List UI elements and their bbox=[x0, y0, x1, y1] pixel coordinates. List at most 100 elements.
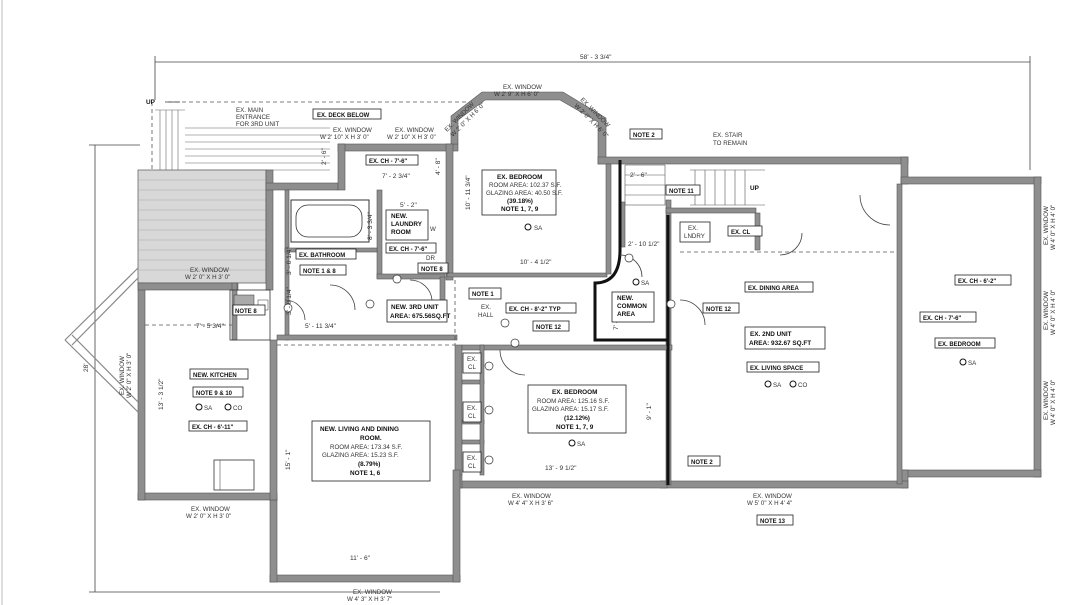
up-right-label: UP bbox=[750, 185, 760, 192]
svg-text:CO: CO bbox=[798, 382, 807, 389]
svg-text:AREA: 932.67 SQ.FT: AREA: 932.67 SQ.FT bbox=[749, 340, 811, 347]
svg-text:28': 28' bbox=[83, 363, 90, 372]
svg-text:3' - 0 1/4": 3' - 0 1/4" bbox=[286, 247, 293, 275]
svg-text:W 2' 0" X H 3' 0": W 2' 0" X H 3' 0" bbox=[185, 274, 230, 281]
svg-text:NEW. 3RD UNIT: NEW. 3RD UNIT bbox=[391, 304, 439, 311]
svg-text:LNDRY: LNDRY bbox=[684, 233, 705, 240]
svg-text:13' - 3 1/2": 13' - 3 1/2" bbox=[158, 378, 165, 410]
svg-text:GLAZING AREA: 15.23 S.F.: GLAZING AREA: 15.23 S.F. bbox=[322, 452, 399, 459]
svg-text:EX. CH - 8'-2" TYP: EX. CH - 8'-2" TYP bbox=[509, 307, 561, 313]
svg-text:ROOM AREA: 125.16 S.F.: ROOM AREA: 125.16 S.F. bbox=[537, 398, 609, 405]
svg-text:UP: UP bbox=[146, 99, 156, 106]
svg-text:SA: SA bbox=[773, 382, 782, 389]
svg-text:10' - 11 3/4": 10' - 11 3/4" bbox=[465, 175, 472, 210]
svg-text:W 5' 0" X H 4' 4": W 5' 0" X H 4' 4" bbox=[747, 500, 792, 507]
svg-text:HALL: HALL bbox=[478, 312, 494, 319]
svg-text:(39.18%): (39.18%) bbox=[507, 198, 533, 205]
door-markers bbox=[283, 253, 676, 465]
svg-text:NOTE 2: NOTE 2 bbox=[633, 133, 655, 139]
svg-text:NOTE 13: NOTE 13 bbox=[760, 519, 786, 525]
svg-text:NOTE 2: NOTE 2 bbox=[691, 460, 713, 466]
svg-text:NEW.: NEW. bbox=[391, 213, 408, 220]
svg-text:W 2' 10" X H 3' 0": W 2' 10" X H 3' 0" bbox=[387, 134, 436, 141]
svg-text:EX. CH - 6'-11": EX. CH - 6'-11" bbox=[192, 425, 233, 431]
svg-text:3' - 0 1/4": 3' - 0 1/4" bbox=[286, 287, 293, 315]
svg-text:EX.: EX. bbox=[467, 405, 477, 412]
svg-text:EX. WINDOW: EX. WINDOW bbox=[1043, 291, 1050, 330]
svg-text:EX. WINDOW: EX. WINDOW bbox=[119, 356, 126, 395]
svg-text:EX. WINDOW: EX. WINDOW bbox=[753, 493, 792, 500]
svg-text:AREA: 675.56SQ.FT: AREA: 675.56SQ.FT bbox=[390, 313, 450, 320]
svg-text:EX. DECK BELOW: EX. DECK BELOW bbox=[317, 113, 370, 119]
svg-text:EX. CH - 7'-6": EX. CH - 7'-6" bbox=[389, 247, 427, 253]
svg-text:TO REMAIN: TO REMAIN bbox=[713, 140, 747, 147]
svg-text:FOR 3RD UNIT: FOR 3RD UNIT bbox=[236, 121, 280, 128]
svg-text:5' - 11 3/4": 5' - 11 3/4" bbox=[305, 323, 337, 330]
svg-text:SA: SA bbox=[968, 360, 977, 367]
svg-text:W 2' 0" X H 3' 0": W 2' 0" X H 3' 0" bbox=[126, 353, 133, 398]
svg-text:CO: CO bbox=[233, 405, 242, 412]
svg-text:5' - 2": 5' - 2" bbox=[400, 202, 417, 209]
left-dimension: 28' bbox=[83, 144, 440, 593]
detector-symbols: SA SA CO SA SA CO SA SA bbox=[195, 223, 977, 448]
svg-text:EX. BATHROOM: EX. BATHROOM bbox=[299, 253, 345, 259]
svg-text:8' - 3 3/4": 8' - 3 3/4" bbox=[367, 212, 374, 240]
stair-right bbox=[624, 164, 765, 206]
svg-text:NEW.: NEW. bbox=[617, 295, 634, 302]
svg-text:COMMON: COMMON bbox=[617, 303, 647, 310]
svg-text:NEW. LIVING AND DINING: NEW. LIVING AND DINING bbox=[320, 426, 399, 433]
svg-text:SA: SA bbox=[641, 280, 650, 287]
svg-text:W 4' 0" X H 4' 0": W 4' 0" X H 4' 0" bbox=[1050, 380, 1057, 425]
svg-text:EX. CH - 7'-6": EX. CH - 7'-6" bbox=[923, 316, 961, 322]
svg-text:NOTE 9 & 10: NOTE 9 & 10 bbox=[196, 391, 233, 397]
svg-text:2' - 10 1/2": 2' - 10 1/2" bbox=[628, 241, 660, 248]
window-labels: EX. WINDOW W 2' 10" X H 3' 0" EX. WINDOW… bbox=[119, 84, 1057, 603]
overall-dimension: 58' - 3 3/4" bbox=[154, 54, 1031, 170]
svg-text:NOTE 1: NOTE 1 bbox=[472, 292, 494, 298]
svg-text:EX. WINDOW: EX. WINDOW bbox=[1043, 381, 1050, 420]
doors bbox=[284, 194, 891, 376]
svg-text:ENTRANCE: ENTRANCE bbox=[236, 114, 270, 121]
svg-text:ROOM: ROOM bbox=[391, 229, 411, 236]
svg-text:NOTE 1, 7, 9: NOTE 1, 7, 9 bbox=[501, 206, 539, 213]
svg-text:SA: SA bbox=[577, 441, 586, 448]
bathtub bbox=[290, 199, 370, 243]
svg-text:EX. BEDROOM: EX. BEDROOM bbox=[938, 342, 981, 348]
svg-text:GLAZING AREA: 15.17 S.F.: GLAZING AREA: 15.17 S.F. bbox=[532, 406, 609, 413]
svg-text:15' - 1": 15' - 1" bbox=[285, 449, 292, 470]
svg-text:2' - 6": 2' - 6" bbox=[321, 148, 328, 165]
svg-text:EX. BEDROOM: EX. BEDROOM bbox=[552, 389, 597, 396]
brick-area bbox=[137, 169, 267, 284]
svg-text:EX. DINING AREA: EX. DINING AREA bbox=[748, 286, 799, 292]
svg-text:EX. MAIN: EX. MAIN bbox=[236, 107, 263, 114]
svg-text:10' - 4 1/2": 10' - 4 1/2" bbox=[520, 259, 552, 266]
svg-text:EX. WINDOW: EX. WINDOW bbox=[353, 589, 392, 596]
unit-separation bbox=[593, 160, 670, 485]
svg-text:W: W bbox=[430, 226, 436, 233]
svg-text:DR: DR bbox=[426, 255, 435, 262]
svg-text:EX.: EX. bbox=[467, 455, 477, 462]
svg-text:CL: CL bbox=[468, 364, 476, 371]
svg-text:EX. WINDOW: EX. WINDOW bbox=[503, 84, 542, 91]
svg-text:ROOM AREA: 102.37 S.F.: ROOM AREA: 102.37 S.F. bbox=[489, 182, 561, 189]
svg-text:58' - 3 3/4": 58' - 3 3/4" bbox=[580, 54, 612, 61]
svg-text:NOTE 11: NOTE 11 bbox=[669, 189, 694, 195]
svg-text:SA: SA bbox=[534, 225, 543, 232]
svg-text:EX. 2ND UNIT: EX. 2ND UNIT bbox=[750, 331, 792, 338]
svg-text:9' - 1": 9' - 1" bbox=[646, 403, 653, 420]
svg-text:CL: CL bbox=[468, 463, 476, 470]
svg-text:W 4' 3" X H 3' 7": W 4' 3" X H 3' 7" bbox=[347, 596, 392, 603]
svg-text:4' - 8": 4' - 8" bbox=[435, 158, 442, 175]
svg-text:EX. BEDROOM: EX. BEDROOM bbox=[497, 174, 542, 181]
svg-text:EX. CH - 6'-2": EX. CH - 6'-2" bbox=[958, 279, 996, 285]
svg-text:EX. STAIR: EX. STAIR bbox=[713, 132, 743, 139]
boxed-labels: EX. CH - 7'-6" EX. BEDROOM ROOM AREA: 10… bbox=[188, 128, 1012, 526]
svg-text:ROOM.: ROOM. bbox=[360, 435, 382, 442]
svg-text:GLAZING AREA: 40.50 S.F.: GLAZING AREA: 40.50 S.F. bbox=[486, 190, 563, 197]
svg-text:AREA: AREA bbox=[617, 311, 635, 318]
svg-text:EX. CH - 7'-6": EX. CH - 7'-6" bbox=[369, 159, 407, 165]
svg-text:7' - 5 3/4": 7' - 5 3/4" bbox=[196, 323, 224, 330]
svg-text:2' - 6": 2' - 6" bbox=[630, 172, 647, 179]
svg-text:EX. WINDOW: EX. WINDOW bbox=[333, 127, 372, 134]
